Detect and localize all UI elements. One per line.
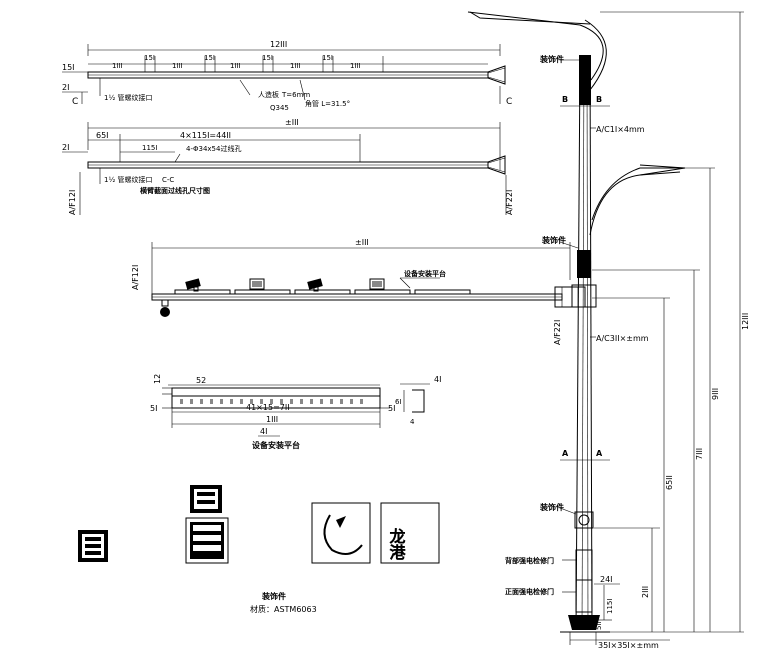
pole-height-6500: 65ⅠⅠ [665, 475, 674, 490]
crossarm-main-platform-label: 设备安装平台 [404, 269, 446, 278]
crossarm-top-segment-5: 1ⅠⅠⅠ [350, 62, 361, 70]
pole-height-9000: 9ⅠⅠⅠ [711, 388, 720, 400]
pole-section-b-left: B [562, 95, 568, 104]
crossarm-main-assembly: ±ⅠⅠⅠ A/F12Ⅰ A/F22Ⅰ [131, 238, 586, 345]
pole-decoration-base: 装饰件 [539, 502, 564, 512]
camera-icon [185, 278, 201, 292]
crossarm-main-flange-right: A/F22Ⅰ [553, 320, 562, 345]
pole-diameter-lower: A/C3ⅠⅠ×±mm [596, 334, 649, 343]
crossarm-mid-section: C-C [162, 176, 174, 184]
pole-section-a-left: A [562, 449, 569, 458]
crossarm-mid-cable-port: 1½ 管螺纹接口 [104, 175, 152, 184]
crossarm-top-section-left: C [72, 97, 78, 107]
pole-section-a-right: A [596, 449, 603, 458]
crossarm-top-segment-2: 1ⅠⅠⅠ [172, 62, 183, 70]
crossarm-top-segment-3: 1ⅠⅠⅠ [230, 62, 241, 70]
platform-left-margin: 5Ⅰ [150, 404, 157, 413]
crossarm-mid-flange-left: A/F12Ⅰ [68, 190, 77, 215]
equipment-box-icon [369, 278, 385, 290]
pole-base-plate: 35Ⅰ×35Ⅰ×±mm [598, 641, 659, 650]
pole-front-door: 正面强电检修门 [505, 587, 554, 596]
platform-first-offset: 52 [196, 376, 206, 385]
crossarm-top-gap-1: 15Ⅰ [144, 54, 155, 62]
crossarm-mid-total-length: ±ⅠⅠⅠ [285, 118, 299, 127]
crossarm-top-weld-thickness: T=6mm [281, 91, 310, 99]
camera-icon [307, 278, 323, 292]
pole-height-12000: 12ⅠⅠⅠ [741, 313, 750, 330]
crossarm-top-gap-2: 15Ⅰ [204, 54, 215, 62]
platform-hole-spacing: 41×15=7ⅠⅠ [246, 403, 290, 412]
ornament-small-square [78, 530, 108, 562]
crossarm-top-segment-4: 1ⅠⅠⅠ [290, 62, 301, 70]
crossarm-main-flange-left: A/F12Ⅰ [131, 265, 140, 290]
crossarm-top-cable-port: 1½ 管螺纹接口 [104, 93, 152, 102]
pole-door-height: 115Ⅰ [606, 599, 614, 614]
crossarm-mid-offset: 2Ⅰ [62, 143, 69, 152]
crossarm-mid-holes: 4-Φ34x54过线孔 [186, 144, 241, 153]
pole-assembly: 装饰件 B B A/C1Ⅰ×4mm 装饰件 A/C3ⅠⅠ×±mm A A 装饰件 [467, 11, 750, 650]
platform-detail: 52 12 5Ⅰ 5Ⅰ [150, 374, 441, 450]
ornament-pattern-large [185, 485, 229, 564]
ornament-material: 材质：ASTM6063 [250, 604, 317, 614]
platform-bracket-width: 4Ⅰ [434, 375, 441, 384]
pole-door-bottom: 5ⅠⅠ [595, 621, 603, 630]
crossarm-top-left-end: 15Ⅰ [62, 63, 75, 72]
crossarm-top-weld-label: 人造板 [258, 90, 279, 99]
platform-holes [180, 399, 363, 404]
crossarm-top-segment-1: 1ⅠⅠⅠ [112, 62, 123, 70]
platform-height: 12 [153, 374, 162, 384]
crossarm-top-gap-3: 15Ⅰ [262, 54, 273, 62]
crossarm-mid-left-end: 65Ⅰ [96, 131, 109, 140]
pole-decoration-top: 装饰件 [539, 54, 564, 64]
platform-bracket-height: 6Ⅰ [395, 398, 402, 406]
platform-width: 4Ⅰ [260, 427, 267, 436]
dome-camera-icon [160, 299, 170, 317]
crossarm-section-view: ±ⅠⅠⅠ 65Ⅰ 4×115Ⅰ=44ⅠⅠ 115Ⅰ 4-Φ34x54过线孔 2Ⅰ… [62, 118, 514, 215]
crossarm-top-view: 12ⅠⅠⅠ 1ⅠⅠⅠ 15Ⅰ 1ⅠⅠⅠ 15Ⅰ 1ⅠⅠⅠ 15Ⅰ 1ⅠⅠⅠ 15… [62, 40, 512, 112]
crossarm-top-slope: 角管 L=31.5° [305, 99, 350, 108]
crossarm-top-section-right: C [506, 97, 512, 107]
ornament-emblem-text: 龙港 [387, 528, 406, 560]
ornament-name: 装饰件 [261, 591, 286, 601]
crossarm-mid-caption: 横臂截面过线孔尺寸图 [140, 186, 210, 195]
crossarm-top-offset: 2Ⅰ [62, 83, 69, 92]
pole-height-7000: 7ⅠⅠⅠ [695, 448, 704, 460]
ornament-text-emblem: 龙港 [380, 502, 440, 564]
pole-door-width: 24Ⅰ [600, 575, 613, 584]
crossarm-mid-flange-right: A/F22Ⅰ [505, 190, 514, 215]
platform-bracket-thickness: 4 [410, 418, 415, 426]
crossarm-top-total-length: 12ⅠⅠⅠ [270, 40, 287, 49]
crossarm-top-gap-4: 15Ⅰ [322, 54, 333, 62]
crossarm-main-length: ±ⅠⅠⅠ [355, 238, 369, 247]
ornament-emblem-logo [311, 502, 371, 564]
crossarm-top-material: Q345 [270, 104, 289, 112]
pole-diameter-upper: A/C1Ⅰ×4mm [596, 125, 645, 134]
pole-section-b-right: B [596, 95, 602, 104]
pole-back-door: 背部强电检修门 [505, 556, 554, 565]
platform-caption: 设备安装平台 [252, 440, 300, 450]
pole-door-total: 2ⅠⅠⅠ [641, 586, 650, 598]
platform-right-margin: 5Ⅰ [388, 404, 395, 413]
crossarm-mid-hole-spacing: 4×115Ⅰ=44ⅠⅠ [180, 131, 231, 140]
crossarm-mid-hole-pitch: 115Ⅰ [142, 144, 157, 152]
pole-decoration-mid: 装饰件 [541, 235, 566, 245]
equipment-box-icon [249, 278, 265, 290]
platform-length: 1ⅠⅠⅠ [266, 415, 278, 424]
